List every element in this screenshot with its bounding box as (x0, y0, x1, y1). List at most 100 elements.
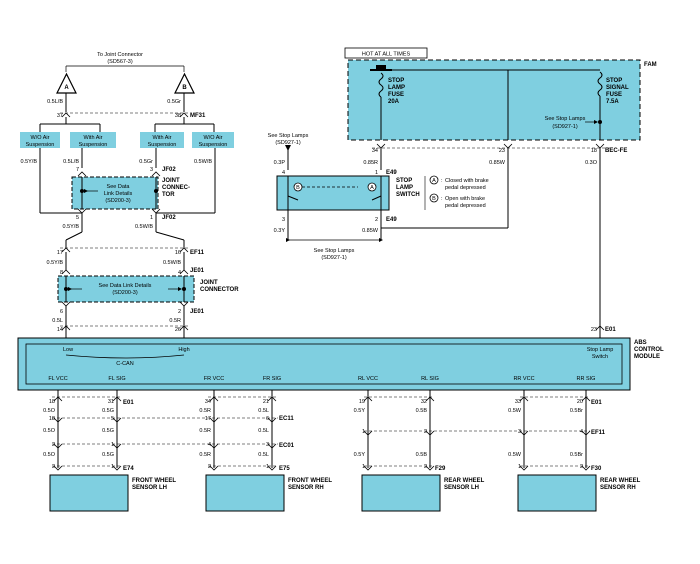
pin-label: 2 (208, 464, 211, 470)
connector-e01: E01 (123, 400, 134, 406)
wire-label: 0.5W/B (163, 260, 181, 266)
connector-chevron (363, 396, 373, 402)
pin-label: 3 (518, 429, 521, 435)
fuse-label: FUSE (606, 92, 622, 98)
pin-label: 6 (60, 309, 63, 315)
wire-label: 0.5R (199, 408, 211, 414)
connector-f29: F29 (435, 466, 446, 472)
see-stop-lamps-text: See Stop Lamps (545, 116, 586, 122)
connector-je01: JE01 (190, 309, 205, 315)
connector-chevron (209, 465, 219, 471)
pin-label: 7 (76, 167, 79, 173)
connector-chevron (425, 430, 435, 436)
can-low-label: Low (63, 347, 73, 353)
see-data-link-text: Link Details (104, 191, 133, 197)
legend-b-icon: B (432, 196, 436, 202)
pin-label: 23 (499, 148, 505, 154)
connector-e75: E75 (279, 466, 290, 472)
pin-label: 1 (375, 170, 378, 176)
see-stop-lamps-text: See Stop Lamps (268, 133, 309, 139)
wire-label: 0.5G (102, 408, 114, 414)
wire-label: 0.5B (416, 452, 428, 458)
connector-a-label: A (64, 85, 69, 91)
connector-e01: E01 (605, 327, 616, 333)
option-with-air-left (70, 132, 116, 148)
abs-title: ABS (634, 340, 647, 346)
stop-lamp-switch-input-label: Stop Lamp (587, 347, 614, 353)
pin-label: 2 (375, 217, 378, 223)
abs-control-module (17, 337, 631, 391)
pin-label: 32 (421, 399, 427, 405)
connector-chevron (519, 430, 529, 436)
option-label: Suspension (199, 142, 228, 148)
pin-label: 4 (208, 442, 211, 448)
fuse-label: STOP (606, 78, 622, 84)
wire-label: 0.5L (52, 318, 63, 324)
pin-label: 2 (580, 464, 583, 470)
connector-e01: E01 (591, 400, 602, 406)
legend-text: pedal depressed (445, 203, 486, 209)
pin-label: 2 (424, 429, 427, 435)
to-joint-connector-ref: (SD567-3) (107, 59, 133, 65)
stop-lamp-switch-box (276, 175, 390, 211)
wire-label: 0.5G (102, 428, 114, 434)
joint-connector-label: CONNECTOR (200, 287, 239, 293)
sensor-label: REAR WHEEL (600, 478, 641, 484)
sensor-label: SENSOR LH (132, 485, 167, 491)
abs-title: MODULE (634, 354, 660, 360)
see-stop-lamps-text: See Stop Lamps (314, 248, 355, 254)
wire-label: 0.5Br (570, 408, 583, 414)
legend-a-text: : (441, 178, 443, 184)
fuse-label: STOP (388, 78, 404, 84)
pin-label: 18 (49, 416, 55, 422)
wire-label: 0.5W/B (135, 224, 153, 230)
pin-label: 34 (372, 148, 378, 154)
wire-label: 0.85W (362, 228, 379, 234)
connector-chevron (425, 465, 435, 471)
wire-label: 0.5Br (570, 452, 583, 458)
wire-label: 0.3P (274, 160, 286, 166)
abs-pin-label: RR SIG (577, 376, 596, 382)
see-stop-lamps-text: (SD927-1) (321, 255, 347, 261)
stop-lamp-switch-label: LAMP (396, 185, 413, 191)
wire-label: 0.3O (585, 160, 598, 166)
joint-connector-label: TOR (162, 192, 175, 198)
abs-pin-label: RL VCC (358, 376, 378, 382)
pin-label: 14 (57, 327, 63, 333)
connector-chevron (519, 465, 529, 471)
connector-chevron (267, 465, 277, 471)
wire-label: 0.5Gr (167, 99, 181, 105)
see-stop-lamps-text: (SD927-1) (275, 140, 301, 146)
abs-title: CONTROL (634, 347, 664, 353)
legend-text: pedal depressed (445, 185, 486, 191)
wire-label: 0.5O (43, 452, 56, 458)
wire-label: 0.5L/B (47, 99, 63, 105)
connector-chevron (112, 443, 122, 449)
option-label: With Air (84, 135, 103, 141)
c-can-label: C-CAN (116, 361, 133, 367)
wire-label: 0.5Gr (139, 159, 153, 165)
fam-label: FAM (644, 62, 657, 68)
connector-chevron (267, 417, 277, 423)
connector-e49: E49 (386, 217, 397, 223)
sensor-label: FRONT WHEEL (132, 478, 176, 484)
pin-label: 19 (359, 399, 365, 405)
pin-label: 2 (424, 464, 427, 470)
wire-label: 0.5L (258, 408, 269, 414)
option-label: W/O Air (204, 135, 223, 141)
connector-ec11: EC11 (279, 416, 294, 422)
pin-label: 1 (362, 429, 365, 435)
option-wo-air-right (192, 132, 234, 148)
connector-chevron (112, 417, 122, 423)
wire-label: 0.5R (199, 428, 211, 434)
wire-label: 0.5L (258, 452, 269, 458)
wire-label: 0.5Y/B (62, 224, 79, 230)
option-label: With Air (153, 135, 172, 141)
pin-label: 17 (205, 416, 211, 422)
rear-wheel-sensor-rh (517, 474, 597, 512)
connector-chevron (581, 465, 591, 471)
stop-lamp-fuse-symbol (378, 72, 384, 98)
fuse-label: 20A (388, 99, 400, 105)
front-wheel-sensor-lh (49, 474, 129, 512)
